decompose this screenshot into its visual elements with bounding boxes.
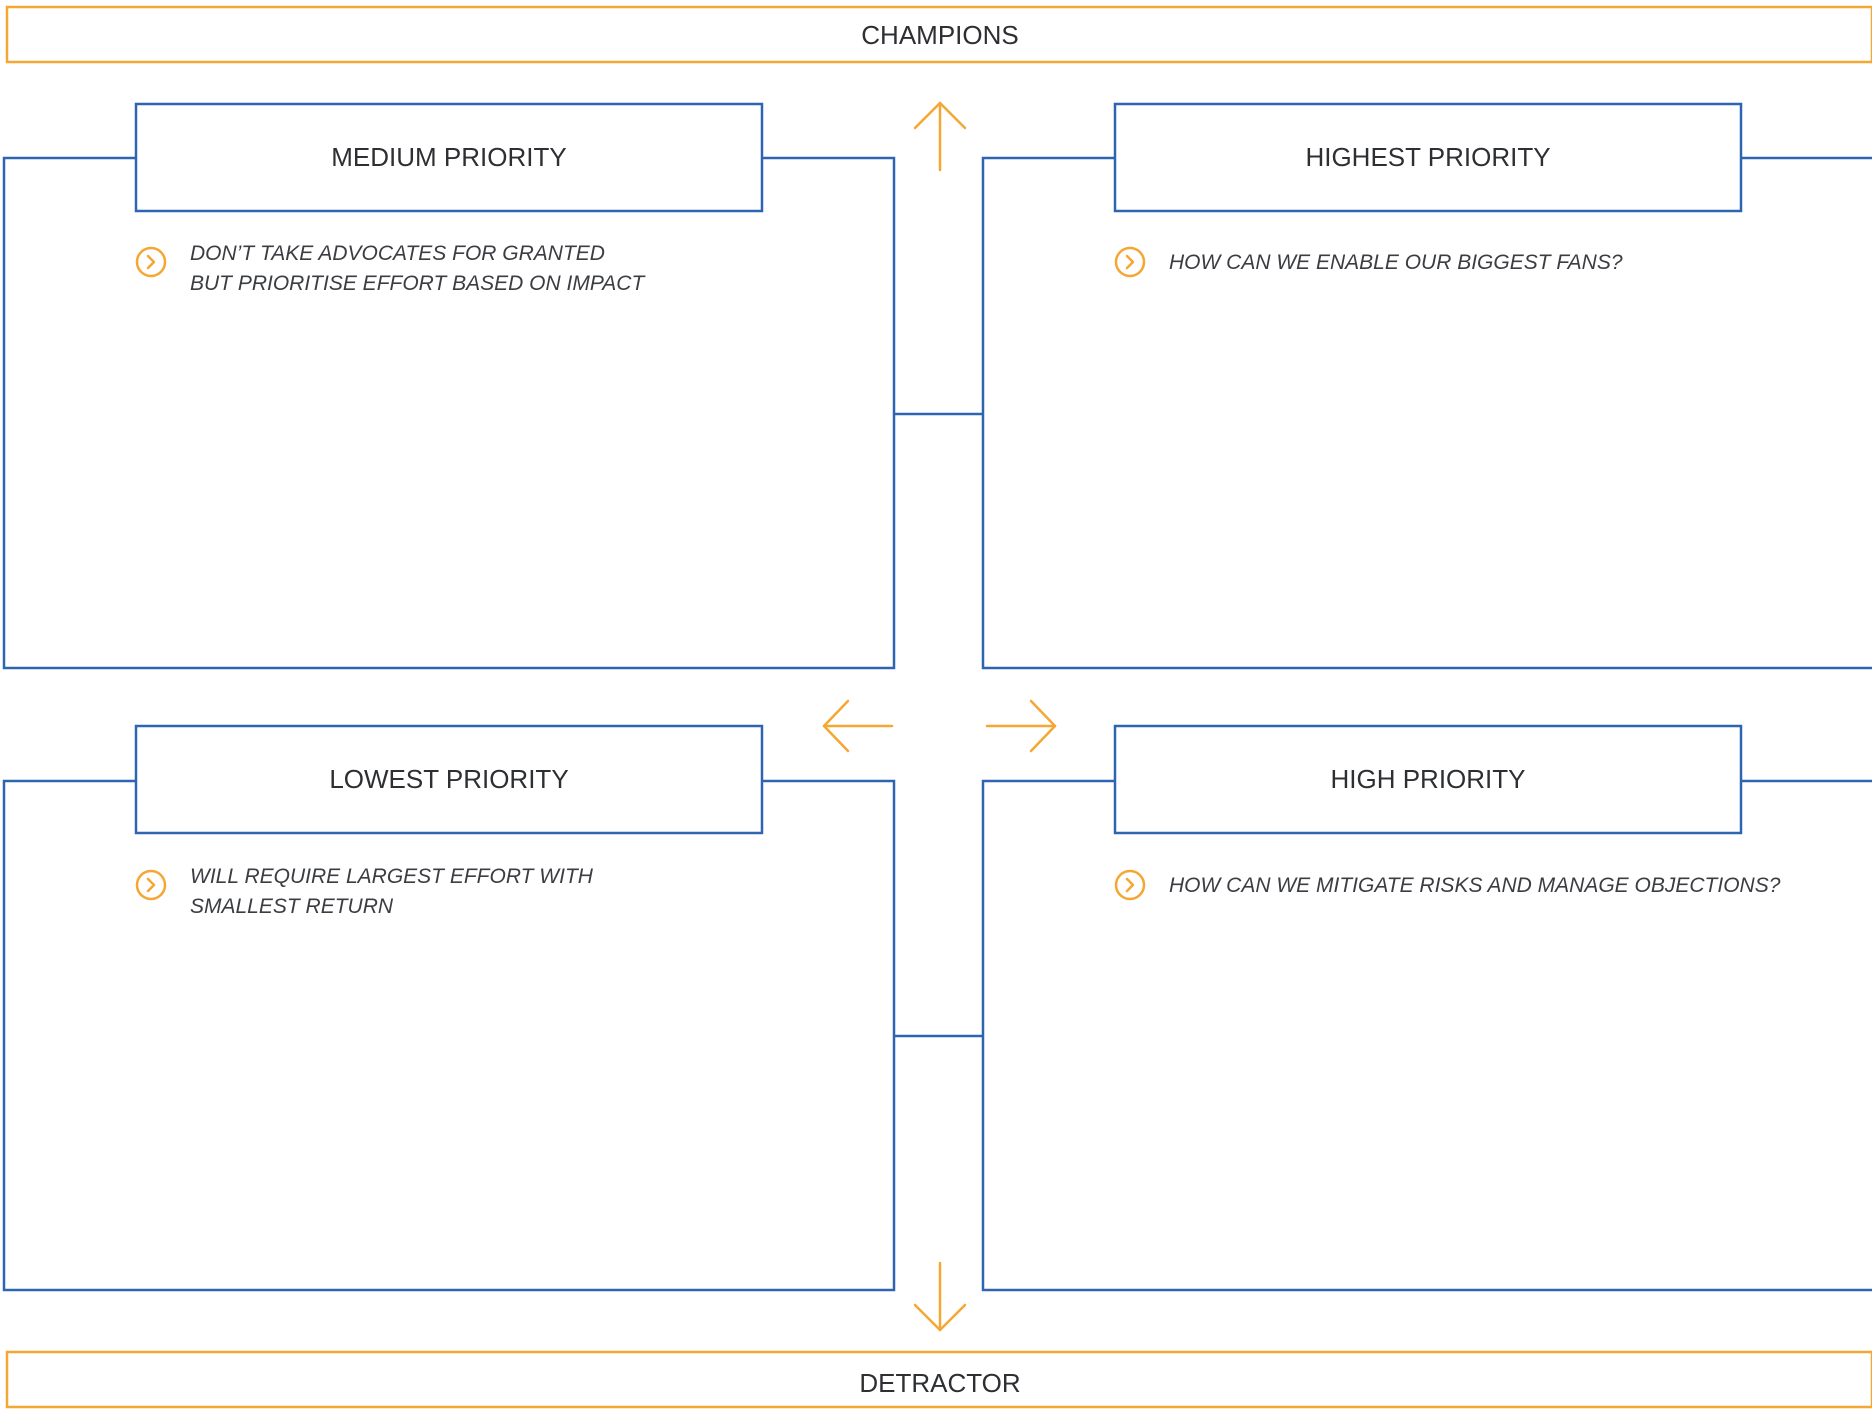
detractor-label: DETRACTOR — [859, 1368, 1020, 1398]
arrow-up-icon — [913, 101, 967, 172]
detractor-banner: DETRACTOR — [5, 1350, 1872, 1409]
quadrant-note-line-1: HOW CAN WE ENABLE OUR BIGGEST FANS? — [1169, 251, 1623, 274]
quadrant-note-line-1: WILL REQUIRE LARGEST EFFORT WITH — [190, 865, 594, 888]
quadrant-note-line-1: HOW CAN WE MITIGATE RISKS AND MANAGE OBJ… — [1169, 874, 1781, 897]
chevron-circle-icon — [135, 246, 167, 278]
champions-banner: CHAMPIONS — [5, 5, 1872, 64]
quadrant-title: LOWEST PRIORITY — [329, 764, 568, 794]
quadrant-highest-priority: HIGHEST PRIORITY HOW CAN WE ENABLE OUR B… — [981, 102, 1872, 670]
arrow-left-icon — [822, 699, 894, 753]
arrow-right-icon — [985, 699, 1057, 753]
quadrant-lowest-priority: LOWEST PRIORITY WILL REQUIRE LARGEST EFF… — [2, 724, 896, 1292]
quadrant-high-priority: HIGH PRIORITY HOW CAN WE MITIGATE RISKS … — [981, 724, 1872, 1292]
chevron-circle-icon — [135, 869, 167, 901]
quadrant-title: HIGHEST PRIORITY — [1305, 142, 1550, 172]
champions-label: CHAMPIONS — [861, 20, 1018, 50]
quadrant-title: HIGH PRIORITY — [1330, 764, 1525, 794]
arrow-down-icon — [913, 1261, 967, 1332]
chevron-circle-icon — [1114, 246, 1146, 278]
quadrant-medium-priority: MEDIUM PRIORITY DON’T TAKE ADVOCATES FOR… — [2, 102, 896, 670]
chevron-circle-icon — [1114, 869, 1146, 901]
quadrant-note-line-1: DON’T TAKE ADVOCATES FOR GRANTED — [190, 242, 605, 265]
quadrant-title: MEDIUM PRIORITY — [331, 142, 566, 172]
quadrant-note-line-2: BUT PRIORITISE EFFORT BASED ON IMPACT — [190, 272, 646, 295]
quadrant-note-line-2: SMALLEST RETURN — [190, 895, 394, 918]
